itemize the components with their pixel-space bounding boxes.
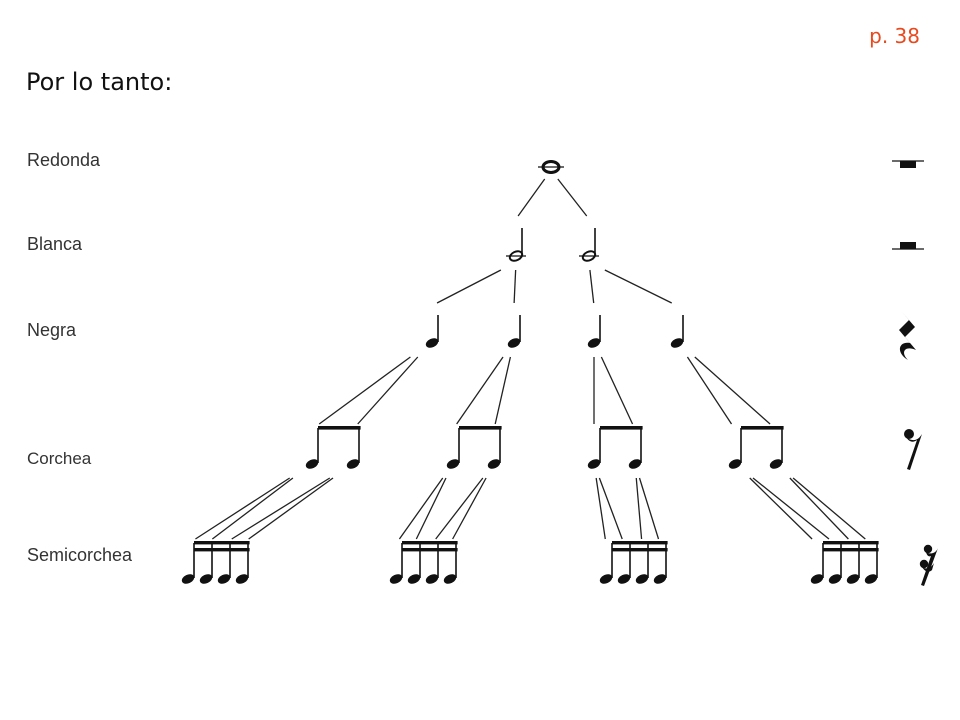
connector-line (494, 356, 512, 425)
connector-line (318, 356, 411, 425)
connector-line (638, 477, 660, 540)
connector-line (604, 269, 673, 304)
half-note (579, 228, 599, 262)
connector-line (792, 477, 866, 540)
slide-title: Por lo tanto: (26, 68, 173, 96)
eighth-beam (318, 426, 361, 430)
connector-line (789, 477, 849, 540)
sixteenth-rest-icon (919, 544, 938, 586)
connector-line (557, 178, 588, 217)
sixteenth-beam (823, 541, 879, 545)
level-label-semicorchea: Semicorchea (27, 545, 133, 565)
connector-line (749, 477, 813, 540)
connector-line (598, 477, 623, 540)
quarter-note (670, 315, 684, 348)
level-label-corchea: Corchea (27, 449, 92, 468)
rests-layer (892, 160, 938, 586)
sixteenth-beam (402, 541, 458, 545)
quarter-rest-icon (899, 312, 916, 360)
sixteenth-note (599, 543, 613, 584)
connector-line (415, 477, 447, 540)
sixteenth-note (181, 543, 195, 584)
half-note (506, 228, 526, 262)
quarter-note (587, 315, 601, 348)
connector-line (452, 477, 487, 540)
sixteenth-beam (194, 548, 250, 552)
connector-line (694, 356, 771, 425)
eighth-rest-icon (904, 429, 922, 470)
sixteenth-beam (402, 548, 458, 552)
connector-line (513, 269, 517, 304)
connector-line (195, 477, 291, 540)
connector-line (589, 269, 595, 304)
connector-line (435, 477, 484, 540)
connector-line (517, 178, 546, 217)
sixteenth-beam (612, 541, 668, 545)
connector-line (595, 477, 606, 540)
eighth-note (769, 428, 783, 469)
eighth-note (728, 428, 742, 469)
connector-line (436, 269, 502, 304)
eighth-note (587, 428, 601, 469)
sixteenth-beam (612, 548, 668, 552)
quarter-note (507, 315, 521, 348)
eighth-beam (459, 426, 502, 430)
connector-line (600, 356, 634, 425)
eighth-note (346, 428, 360, 469)
half-rest-icon (892, 242, 924, 250)
sixteenth-note (389, 543, 403, 584)
connector-line (357, 356, 419, 425)
connector-line (398, 477, 444, 540)
whole-note (538, 160, 564, 174)
connector-line (231, 477, 331, 540)
notes-layer (181, 160, 879, 584)
eighth-note (628, 428, 642, 469)
eighth-beam (741, 426, 784, 430)
eighth-beam (600, 426, 643, 430)
quarter-note (425, 315, 439, 348)
eighth-note (446, 428, 460, 469)
level-label-negra: Negra (27, 320, 77, 340)
connector-line (248, 477, 334, 540)
connector-line (752, 477, 830, 540)
sixteenth-beam (194, 541, 250, 545)
connector-line (456, 356, 504, 425)
page-number: p. 38 (869, 24, 920, 48)
connector-line (686, 356, 733, 425)
connector-lines (195, 178, 866, 540)
sixteenth-note (810, 543, 824, 584)
whole-rest-icon (892, 160, 924, 168)
connector-line (635, 477, 643, 540)
connector-line (211, 477, 294, 540)
level-label-blanca: Blanca (27, 234, 83, 254)
sixteenth-beam (823, 548, 879, 552)
level-label-redonda: Redonda (27, 150, 101, 170)
eighth-note (305, 428, 319, 469)
eighth-note (487, 428, 501, 469)
